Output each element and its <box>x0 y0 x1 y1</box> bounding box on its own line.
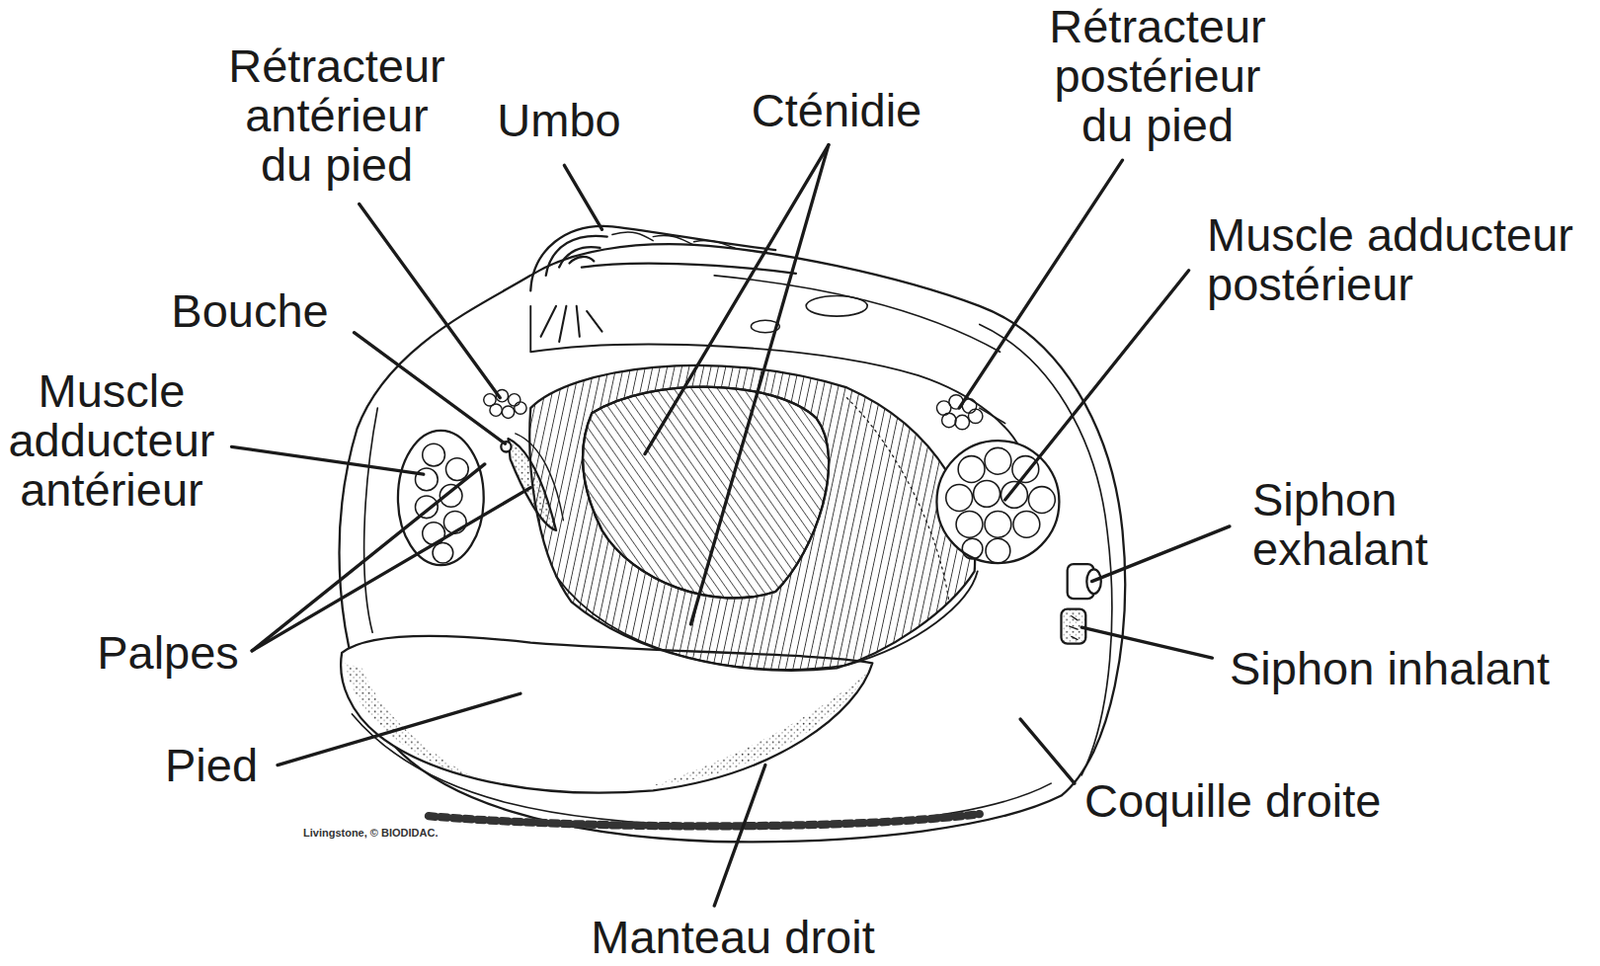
drawing-line <box>359 204 501 399</box>
label-line: antérieur <box>7 465 215 515</box>
drawing-circle <box>985 538 1011 563</box>
drawing-line <box>644 145 829 455</box>
part-label: Muscle adducteur postérieur <box>1206 210 1574 310</box>
label-line: Siphon <box>1252 475 1429 525</box>
watermark: Livingstone, © BIODIDAC. <box>303 825 438 840</box>
drawing-line <box>690 145 828 625</box>
drawing-path <box>612 232 735 248</box>
drawing-path <box>581 263 797 274</box>
label-line: Rétracteur <box>228 41 445 91</box>
drawing-g <box>936 395 982 430</box>
drawing-path <box>847 398 950 603</box>
label-line: Muscle <box>7 366 215 416</box>
drawing-path <box>556 570 978 669</box>
drawing-circle <box>1012 456 1040 483</box>
drawing-line <box>232 446 424 475</box>
drawing-circle <box>955 414 969 429</box>
drawing-circle <box>936 440 1059 563</box>
drawing-circle <box>422 443 446 467</box>
drawing-circle <box>967 408 982 423</box>
part-label: Cténidie <box>751 85 922 136</box>
part-label: Manteau droit <box>590 912 875 962</box>
part-label: Siphon inhalant <box>1229 643 1550 694</box>
drawing-circle <box>414 495 438 519</box>
drawing-line <box>1020 719 1075 784</box>
drawing-path <box>714 275 1000 352</box>
drawing-circle <box>946 484 973 512</box>
drawing-circle <box>961 538 983 560</box>
drawing-line <box>959 160 1122 408</box>
drawing-path <box>979 407 1006 423</box>
drawing-circle <box>1013 510 1040 538</box>
drawing-line <box>714 765 766 907</box>
label-line: antérieur <box>228 90 445 141</box>
drawing-circle <box>514 401 527 414</box>
drawing-line <box>354 332 506 445</box>
drawing-path <box>541 306 603 342</box>
label-line: du pied <box>228 140 445 190</box>
drawing-circle <box>958 456 985 483</box>
drawing-path <box>546 236 608 276</box>
drawing-circle <box>984 510 1012 538</box>
drawing-path <box>559 246 600 267</box>
drawing-ellipse <box>805 295 868 317</box>
part-label: Bouche <box>170 286 328 336</box>
drawing-line <box>251 464 485 651</box>
drawing-line <box>277 693 521 765</box>
drawing-path <box>1069 616 1078 640</box>
drawing-path <box>508 438 558 531</box>
part-label: Muscle adducteur antérieur <box>7 366 215 515</box>
label-line: adducteur <box>7 415 215 466</box>
drawing-circle <box>508 394 521 406</box>
drawing-path <box>428 813 980 826</box>
part-label: Siphon exhalant <box>1252 475 1429 574</box>
drawing-circle <box>942 412 957 427</box>
label-line: du pied <box>1048 100 1266 151</box>
drawing-g <box>232 145 1230 906</box>
drawing-line <box>251 487 531 651</box>
part-label: Umbo <box>496 95 621 146</box>
drawing-circle <box>956 510 983 538</box>
part-label: Rétracteur antérieur du pied <box>228 41 445 190</box>
drawing-circle <box>445 458 469 481</box>
drawing-path <box>344 662 480 781</box>
drawing-circle <box>432 542 454 563</box>
part-label: Rétracteur postérieur du pied <box>1048 1 1266 151</box>
part-label: Palpes <box>96 628 240 678</box>
label-line: postérieur <box>1048 51 1266 101</box>
drawing-g <box>414 443 469 563</box>
drawing-g <box>946 447 1056 563</box>
drawing-circle <box>501 405 514 418</box>
drawing-circle <box>489 403 502 416</box>
drawing-line <box>1091 526 1229 582</box>
drawing-circle <box>1001 480 1029 508</box>
drawing-circle <box>973 480 1001 507</box>
label-line: Muscle adducteur <box>1206 210 1574 260</box>
drawing-circle <box>1028 486 1055 514</box>
label-line: exhalant <box>1252 524 1429 574</box>
label-line: Rétracteur <box>1048 1 1266 52</box>
drawing-line <box>1081 627 1212 658</box>
part-label: Coquille droite <box>1084 776 1381 826</box>
drawing-circle <box>984 447 1012 475</box>
drawing-path <box>364 407 379 633</box>
drawing-line <box>1005 270 1190 500</box>
label-line: postérieur <box>1206 259 1574 310</box>
part-label: Pied <box>164 740 258 791</box>
drawing-path <box>530 226 776 291</box>
drawing-path <box>569 256 595 263</box>
drawing-path <box>515 433 564 521</box>
drawing-line <box>563 164 602 230</box>
drawing-g <box>232 145 1230 906</box>
drawing-circle <box>414 468 438 491</box>
drawing-path <box>652 673 868 787</box>
drawing-g <box>483 390 527 419</box>
